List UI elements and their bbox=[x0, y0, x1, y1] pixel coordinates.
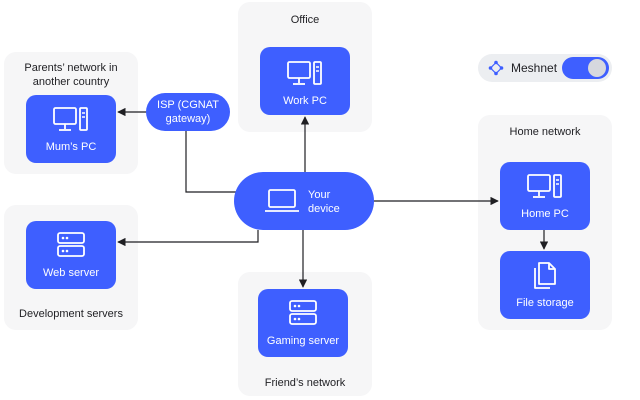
desktop-pc-icon bbox=[527, 174, 562, 198]
node-web-server[interactable]: Web server bbox=[26, 221, 116, 289]
group-dev-title: Development servers bbox=[19, 308, 123, 320]
laptop-icon bbox=[265, 189, 299, 212]
node-mums-pc-label: Mum’s PC bbox=[45, 141, 97, 153]
node-work-pc-label: Work PC bbox=[283, 95, 327, 107]
node-work-pc[interactable]: Work PC bbox=[260, 47, 350, 115]
meshnet-toggle-card: Meshnet bbox=[478, 54, 612, 82]
link-device-isp bbox=[185, 128, 238, 193]
node-isp-gateway[interactable]: ISP (CGNAT gateway) bbox=[146, 93, 230, 131]
link-device-web-server bbox=[117, 230, 259, 247]
node-your-device[interactable]: Your device bbox=[234, 172, 374, 230]
files-icon bbox=[534, 262, 556, 289]
meshnet-switch[interactable] bbox=[562, 57, 609, 79]
group-parents-title: Parents’ network in another country bbox=[24, 62, 118, 88]
node-home-pc-label: Home PC bbox=[521, 208, 569, 220]
node-gaming-server-label: Gaming server bbox=[266, 335, 340, 347]
node-gaming-server[interactable]: Gaming server bbox=[258, 289, 348, 357]
meshnet-icon bbox=[488, 60, 504, 76]
server-icon bbox=[289, 300, 317, 325]
meshnet-label: Meshnet bbox=[511, 61, 558, 75]
server-icon bbox=[57, 232, 85, 257]
node-home-pc[interactable]: Home PC bbox=[500, 162, 590, 230]
desktop-pc-icon bbox=[287, 61, 322, 85]
group-home-title: Home network bbox=[509, 126, 581, 138]
desktop-pc-icon bbox=[53, 107, 88, 131]
group-office-title: Office bbox=[290, 14, 320, 26]
node-file-storage[interactable]: File storage bbox=[500, 251, 590, 319]
meshnet-switch-knob[interactable] bbox=[588, 59, 606, 77]
group-friend-title: Friend’s network bbox=[264, 377, 346, 389]
node-web-server-label: Web server bbox=[42, 267, 100, 279]
node-your-device-label: Your device bbox=[308, 189, 340, 215]
node-isp-label: ISP (CGNAT gateway) bbox=[157, 99, 219, 125]
node-mums-pc[interactable]: Mum’s PC bbox=[26, 95, 116, 163]
node-file-storage-label: File storage bbox=[516, 297, 574, 309]
